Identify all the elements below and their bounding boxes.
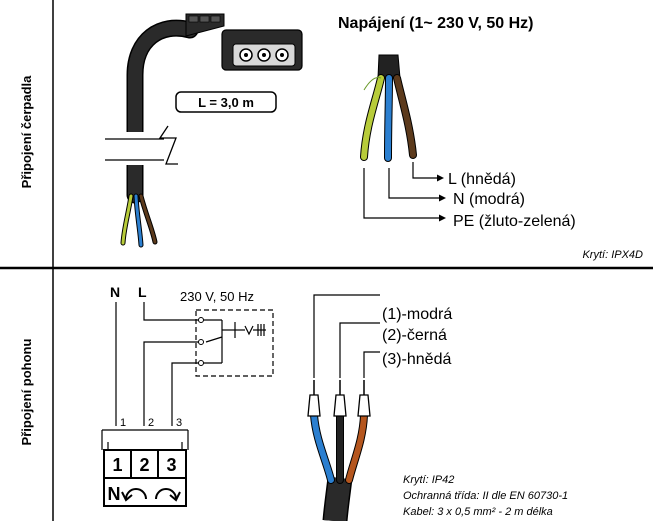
drive-cable — [324, 476, 351, 521]
pe-wire-end — [121, 194, 133, 245]
pump-cable-drawing — [105, 19, 199, 248]
n-arrow — [439, 194, 446, 202]
pe-wire — [361, 75, 384, 160]
wire-number-1: 1 — [120, 417, 126, 429]
pump-side-label: Připojení čerpadla — [19, 75, 34, 188]
contact-3 — [198, 360, 204, 366]
n-wire-end — [134, 194, 143, 247]
l-label: L — [138, 284, 147, 300]
drive-wire-label-1: (1)-modrá — [382, 306, 452, 323]
supply-leaders — [363, 162, 440, 219]
drive-wire-label-3: (3)-hnědá — [382, 351, 451, 368]
wire-number-3: 3 — [176, 417, 182, 429]
terminal-block — [101, 429, 189, 507]
drive-note-cable: Kabel: 3 x 0,5 mm² - 2 m délka — [403, 506, 553, 518]
wire-label-pe: PE (žluto-zelená) — [453, 213, 576, 230]
contact-2 — [198, 339, 204, 345]
cable-length-box — [175, 91, 277, 113]
schematic-lines — [115, 302, 266, 426]
l-wire-end — [139, 194, 157, 244]
terminal-1: 1 — [112, 455, 122, 475]
drive-wire-label-2: (2)-černá — [382, 327, 447, 344]
drive-side-label: Připojení pohonu — [19, 339, 34, 446]
l-wire — [394, 75, 416, 158]
blue-wire — [311, 412, 334, 483]
pump-plug — [185, 13, 303, 71]
supply-wires-drawing — [360, 54, 417, 162]
pump-protection: Krytí: IPX4D — [582, 249, 643, 261]
drive-supply-label: 230 V, 50 Hz — [180, 289, 254, 304]
brown-wire — [346, 412, 367, 483]
drive-note-class: Ochranná třída: II dle EN 60730-1 — [403, 490, 568, 502]
drive-leaders — [313, 294, 380, 378]
l-arrow — [437, 174, 444, 182]
supply-title: Napájení (1~ 230 V, 50 Hz) — [338, 15, 534, 32]
terminal-2: 2 — [139, 455, 149, 475]
controller-dashed-box — [195, 309, 274, 377]
terminal-3: 3 — [166, 455, 176, 475]
pump-cable — [128, 21, 197, 202]
cable-length-label: L = 3,0 m — [198, 95, 254, 110]
drive-cable-drawing — [307, 380, 371, 521]
contact-1 — [198, 317, 204, 323]
wire-number-2: 2 — [148, 417, 154, 429]
pe-arrow — [439, 214, 446, 222]
drive-note-protection: Krytí: IP42 — [403, 474, 454, 486]
terminal-n: N — [108, 484, 121, 504]
n-label: N — [110, 284, 120, 300]
rotation-arrows-icon — [121, 488, 181, 502]
wire-label-l: L (hnědá) — [448, 171, 516, 188]
n-wire — [385, 75, 392, 161]
wire-label-n: N (modrá) — [453, 191, 525, 208]
